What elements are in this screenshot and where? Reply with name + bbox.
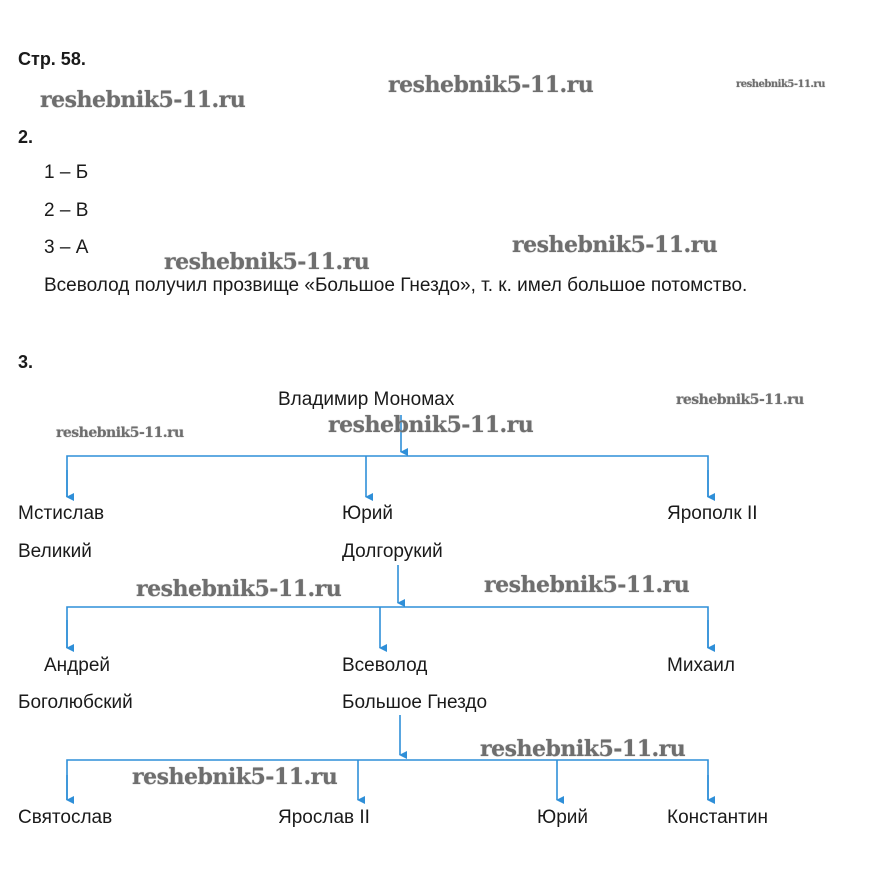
node-yuri-epithet: Долгорукий	[342, 541, 443, 562]
node-andrei-name: Андрей	[44, 655, 110, 676]
node-yaropolk-name: Ярополк II	[667, 503, 758, 524]
node-vsevolod-name: Всеволод	[342, 655, 428, 676]
watermark: reshebnik5-11.ru	[484, 572, 690, 598]
watermark: reshebnik5-11.ru	[736, 79, 825, 90]
node-yuri-name: Юрий	[342, 503, 393, 524]
task2-answer-2: 2 – В	[44, 200, 89, 221]
watermark: reshebnik5-11.ru	[676, 392, 804, 408]
node-mstislav-name: Мстислав	[18, 503, 105, 524]
node-mstislav-epithet: Великий	[18, 541, 92, 562]
task2-explanation: Всеволод получил прозвище «Большое Гнезд…	[44, 275, 748, 296]
node-svyatoslav: Святослав	[18, 807, 113, 828]
tree-root: Владимир Мономах	[278, 389, 455, 410]
connector-level1-bar	[66, 455, 709, 497]
node-mikhail-name: Михаил	[667, 655, 735, 676]
task3-number: 3.	[18, 352, 34, 372]
watermark: reshebnik5-11.ru	[132, 764, 338, 790]
task2-answer-1: 1 – Б	[44, 162, 89, 183]
watermark: reshebnik5-11.ru	[40, 87, 246, 113]
watermark: reshebnik5-11.ru	[512, 232, 718, 258]
task2-number: 2.	[18, 127, 34, 147]
page-header: Стр. 58.	[18, 49, 86, 69]
watermark: reshebnik5-11.ru	[388, 72, 594, 98]
watermark: reshebnik5-11.ru	[164, 249, 370, 275]
node-yuri-grandson: Юрий	[537, 807, 588, 828]
node-vsevolod-epithet: Большое Гнездо	[342, 692, 488, 713]
watermark: reshebnik5-11.ru	[328, 412, 534, 438]
connector-level2-bar	[66, 606, 709, 648]
watermark: reshebnik5-11.ru	[56, 425, 184, 441]
node-konstantin: Константин	[667, 807, 768, 828]
watermark: reshebnik5-11.ru	[480, 736, 686, 762]
node-yaroslav: Ярослав II	[278, 807, 370, 828]
task2-answer-3: 3 – А	[44, 237, 89, 258]
node-andrei-epithet: Боголюбский	[18, 692, 133, 713]
watermark: reshebnik5-11.ru	[136, 576, 342, 602]
